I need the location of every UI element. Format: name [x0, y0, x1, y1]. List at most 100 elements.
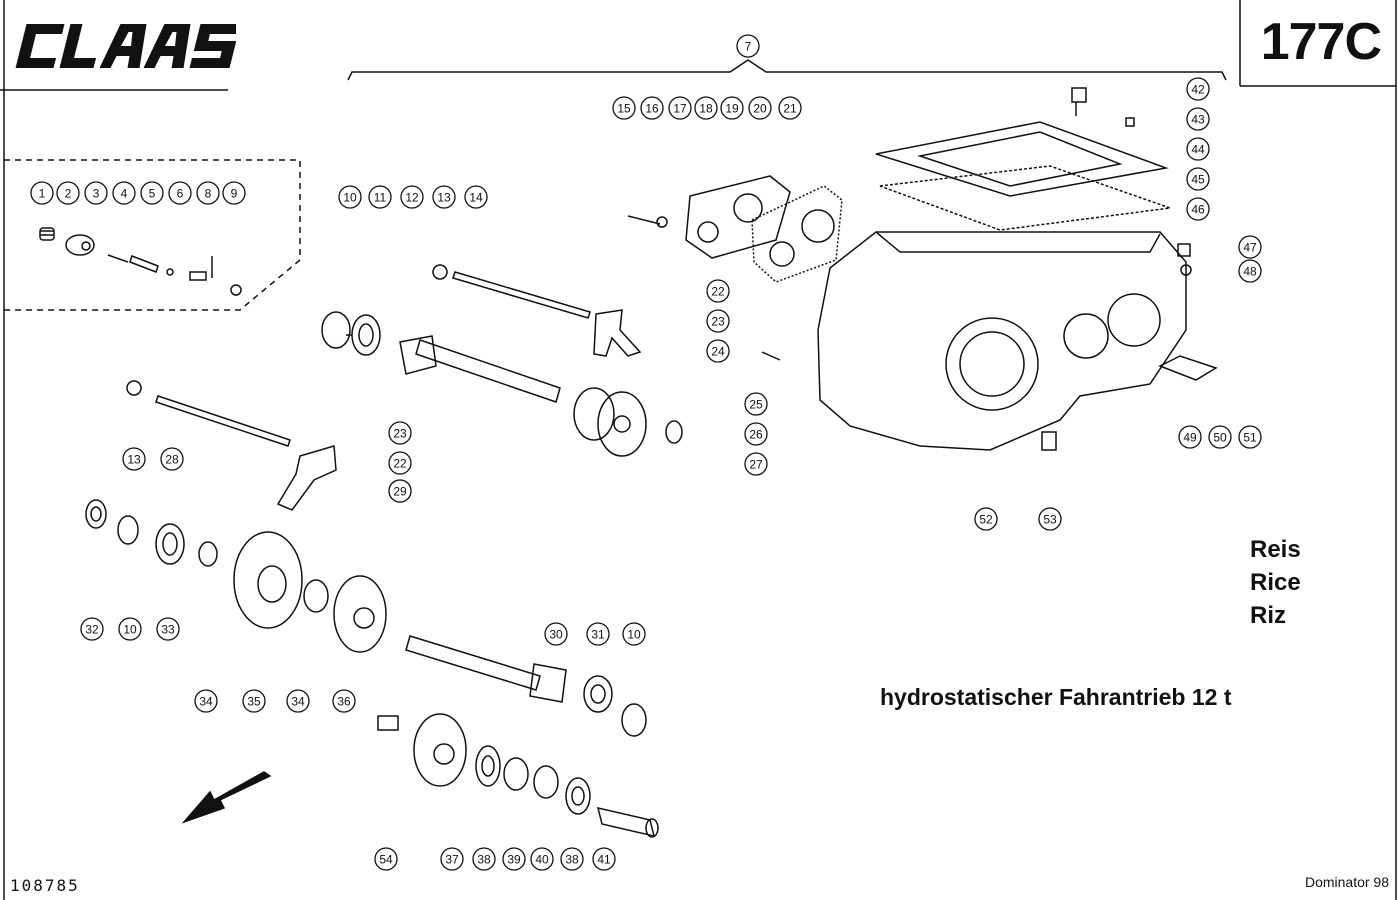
callout-number: 45 [1191, 173, 1205, 187]
part-38-bearing-left [475, 745, 501, 787]
callout-8: 8 [196, 181, 220, 205]
callout-5: 5 [140, 181, 164, 205]
callout-number: 16 [645, 102, 659, 116]
callout-number: 48 [1243, 265, 1257, 279]
callout-41: 41 [592, 847, 616, 871]
callout-47: 47 [1238, 235, 1262, 259]
callout-27: 27 [744, 452, 768, 476]
callout-number: 40 [535, 853, 549, 867]
part-3-pin [107, 254, 129, 263]
callout-33: 33 [156, 617, 180, 641]
claas-logo [15, 24, 236, 68]
callout-45: 45 [1186, 167, 1210, 191]
callout-number: 44 [1191, 143, 1205, 157]
callout-12: 12 [400, 185, 424, 209]
callout-number: 29 [393, 485, 407, 499]
callout-4: 4 [112, 181, 136, 205]
callout-19: 19 [720, 96, 744, 120]
callout-16: 16 [640, 96, 664, 120]
callout-50: 50 [1208, 425, 1232, 449]
part-35-gear [233, 531, 303, 629]
part-5-ring [166, 268, 174, 276]
callout-34: 34 [194, 689, 218, 713]
callout-11: 11 [368, 185, 392, 209]
callout-number: 13 [127, 453, 141, 467]
callout-number: 33 [161, 623, 175, 637]
callout-number: 21 [783, 102, 797, 116]
callout-number: 38 [565, 853, 579, 867]
part-2-cap [65, 234, 95, 256]
callout-number: 19 [725, 102, 739, 116]
part-31-bearing [583, 675, 613, 713]
callout-9: 9 [222, 181, 246, 205]
callout-number: 26 [749, 428, 763, 442]
label-english: Rice [1250, 569, 1301, 596]
callout-43: 43 [1186, 107, 1210, 131]
part-42-breather [1071, 87, 1087, 116]
callout-number: 51 [1243, 431, 1257, 445]
callout-23: 23 [706, 309, 730, 333]
callout-number: 12 [405, 191, 419, 205]
callout-14: 14 [464, 185, 488, 209]
callout-7: 7 [736, 34, 760, 58]
callout-number: 20 [753, 102, 767, 116]
callout-34: 34 [286, 689, 310, 713]
callout-number: 52 [979, 513, 993, 527]
callout-number: 23 [393, 427, 407, 441]
callout-number: 42 [1191, 83, 1205, 97]
callout-42: 42 [1186, 77, 1210, 101]
part-54-bushing [377, 715, 399, 731]
callout-36: 36 [332, 689, 356, 713]
part-10-circlip-left [117, 515, 139, 545]
callout-number: 34 [199, 695, 213, 709]
callout-number: 10 [627, 628, 641, 642]
callout-46: 46 [1186, 197, 1210, 221]
part-48-ball [1180, 264, 1192, 276]
callout-53: 53 [1038, 507, 1062, 531]
callout-17: 17 [668, 96, 692, 120]
callout-number: 34 [291, 695, 305, 709]
callout-29: 29 [388, 479, 412, 503]
callout-number: 5 [149, 187, 156, 201]
part-6-plug [189, 271, 207, 281]
direction-arrow [181, 771, 272, 824]
callout-22: 22 [706, 279, 730, 303]
part-27-gear-cluster [573, 387, 647, 457]
callout-number: 46 [1191, 203, 1205, 217]
callout-number: 10 [343, 191, 357, 205]
part-43-screw [1125, 117, 1135, 127]
part-10-circlip-upper [321, 311, 351, 349]
callout-52: 52 [974, 507, 998, 531]
callout-number: 39 [507, 853, 521, 867]
callout-18: 18 [694, 96, 718, 120]
part-14-shift-rod [452, 271, 591, 319]
part-16-washer [656, 216, 668, 228]
callout-number: 23 [711, 315, 725, 329]
callout-49: 49 [1178, 425, 1202, 449]
callout-number: 37 [445, 853, 459, 867]
callout-39: 39 [502, 847, 526, 871]
part-40-spacer [533, 765, 559, 799]
callout-number: 28 [165, 453, 179, 467]
callout-1: 1 [30, 181, 54, 205]
part-36-gear [333, 575, 387, 653]
callout-number: 30 [549, 628, 563, 642]
callout-number: 49 [1183, 431, 1197, 445]
callout-number: 25 [749, 398, 763, 412]
callout-number: 1 [39, 187, 46, 201]
callout-number: 13 [437, 191, 451, 205]
callout-number: 22 [711, 285, 725, 299]
callout-number: 14 [469, 191, 483, 205]
callout-51: 51 [1238, 425, 1262, 449]
callout-number: 36 [337, 695, 351, 709]
callout-6: 6 [168, 181, 192, 205]
callout-38: 38 [560, 847, 584, 871]
part-24-shift-fork [593, 309, 642, 357]
callout-24: 24 [706, 339, 730, 363]
part-10-circlip-right [621, 703, 647, 737]
callout-22: 22 [388, 451, 412, 475]
part-13-washer-upper [432, 264, 448, 280]
callout-31: 31 [586, 622, 610, 646]
part-4-valve [129, 255, 159, 273]
callout-32: 32 [80, 617, 104, 641]
